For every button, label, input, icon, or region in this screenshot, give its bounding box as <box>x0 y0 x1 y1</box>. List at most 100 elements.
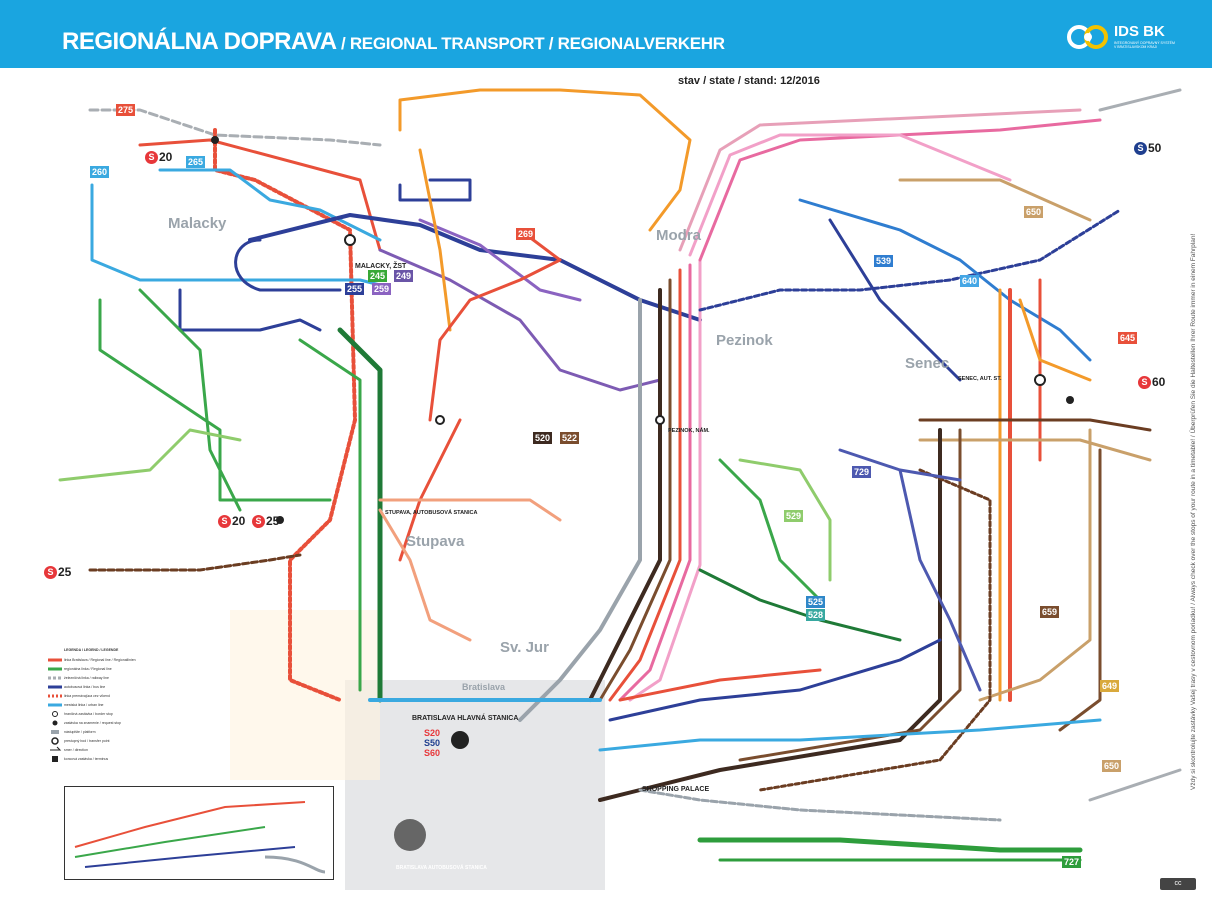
rail-badge-label: 60 <box>1152 375 1166 389</box>
line-659 <box>1058 448 1102 732</box>
route-badge-659[interactable]: 659 <box>1040 606 1060 618</box>
route-badge-260[interactable]: 260 <box>90 166 110 178</box>
town-label: Bratislava <box>462 682 506 692</box>
ids-logo: IDS BK INTEGROVANÝ DOPRAVNÝ SYSTÉM V BRA… <box>1066 21 1176 55</box>
station-label: BRATISLAVA AUTOBUSOVÁ STANICA <box>396 864 487 871</box>
route-badge-522[interactable]: 522 <box>560 432 580 444</box>
inset-map <box>64 786 334 880</box>
route-badge-255[interactable]: 255 <box>345 283 365 295</box>
central-rail-badges: S20 S50 S60 <box>424 728 440 758</box>
route-badge-727[interactable]: 727 <box>1062 856 1082 868</box>
line-pink-north <box>698 118 1102 262</box>
rail-s-icon: S <box>252 515 265 528</box>
route-badge-525[interactable]: 525 <box>806 596 826 608</box>
route-badge-245[interactable]: 245 <box>368 270 388 282</box>
line-650 <box>898 178 1092 222</box>
rail-badge-label: 20 <box>159 150 173 164</box>
route-badge-640[interactable]: 640 <box>960 275 980 287</box>
line-259 <box>418 218 582 302</box>
legend-item: regionálna linka / Regional line <box>64 667 112 671</box>
brand-name: IDS BK <box>1114 23 1165 40</box>
line-539 <box>798 198 1092 362</box>
line-brown-bratislava <box>598 428 942 802</box>
station-markers <box>211 136 1074 851</box>
town-label: Stupava <box>406 533 465 550</box>
line-245 <box>98 298 332 502</box>
line-orange-north <box>398 88 692 232</box>
route-badge-529[interactable]: 529 <box>784 510 804 522</box>
route-badge-259[interactable]: 259 <box>372 283 392 295</box>
station-label: BRATISLAVA HLAVNÁ STANICA <box>412 713 518 722</box>
station-label: SHOPPING PALACE <box>642 786 709 793</box>
line-525 <box>718 458 822 602</box>
station-label: STUPAVA, AUTOBUSOVÁ STANICA <box>385 509 478 516</box>
legend-item: LEGENDA / LEGEND / LEGENDE <box>64 648 119 652</box>
rail-s-icon: S <box>44 566 57 579</box>
route-badge-249[interactable]: 249 <box>394 270 414 282</box>
route-badge-539[interactable]: 539 <box>874 255 894 267</box>
stand-date: stav / state / stand: 12/2016 <box>678 75 820 87</box>
rail-badge-label: 50 <box>1148 141 1162 155</box>
route-badge-645[interactable]: 645 <box>1118 332 1138 344</box>
line-brown-east <box>918 418 1152 432</box>
legend-item: linka Bratislava / Regional line / Regio… <box>64 658 136 662</box>
legend-item: železničná linka / railway line <box>64 676 109 680</box>
route-badge-520[interactable]: 520 <box>533 432 553 444</box>
route-badge-275[interactable]: 275 <box>116 104 136 116</box>
rail-s-icon: S <box>145 151 158 164</box>
line-649 <box>978 428 1092 702</box>
timetable-note: Vždy si skontrolujte zastávky Vašej tras… <box>1190 230 1204 790</box>
line-green-br <box>698 568 902 642</box>
title-main: REGIONÁLNA DOPRAVA <box>62 28 337 55</box>
legend-swatches <box>48 658 62 762</box>
line-pink-north3 <box>678 108 1082 252</box>
line-blue-senec <box>698 208 1122 312</box>
line-senec-ring <box>1018 298 1092 382</box>
town-labels: Malacky Modra Pezinok Senec Stupava Sv. … <box>168 215 949 692</box>
station-label: PEZINOK, NÁM. <box>668 427 710 434</box>
station-label: MALACKY, ŽST <box>355 261 407 270</box>
line-729b <box>838 448 962 482</box>
rail-s-icon: S <box>1134 142 1147 155</box>
line-rail-east <box>1088 768 1182 802</box>
central-badge: S20 <box>424 728 441 738</box>
map-legend: LEGENDA / LEGEND / LEGENDE linka Bratisl… <box>48 648 194 776</box>
line-brown-b3 <box>758 468 992 792</box>
line-corridor-brown2 <box>598 278 672 702</box>
line-pink-north2 <box>688 133 1012 257</box>
route-badge-729[interactable]: 729 <box>852 466 872 478</box>
rail-s-icon: S <box>1138 376 1151 389</box>
rail-badge-label: 20 <box>232 514 246 528</box>
line-255-loop <box>234 238 342 292</box>
legend-item: nástupište / platform <box>64 730 96 734</box>
route-badge-650b[interactable]: 650 <box>1102 760 1122 772</box>
route-badge-269[interactable]: 269 <box>516 228 536 240</box>
route-badge-265[interactable]: 265 <box>186 156 206 168</box>
license-badge: cc <box>1160 878 1196 890</box>
town-label: Sv. Jur <box>500 639 549 656</box>
rail-s-icon: S <box>218 515 231 528</box>
legend-item: zastávka na znamenie / request stop <box>64 721 122 725</box>
station-label: SENEC, AUT. ST. <box>958 376 1002 382</box>
line-275 <box>138 138 382 252</box>
line-sasinkovo <box>398 178 472 202</box>
line-blue-senec2 <box>828 218 962 382</box>
brand-sub: INTEGROVANÝ DOPRAVNÝ SYSTÉM V BRATISLAVS… <box>1114 41 1175 49</box>
central-badge: S60 <box>424 748 441 758</box>
map-background <box>230 610 605 890</box>
route-lines <box>58 88 1182 862</box>
line-255 <box>248 213 702 322</box>
legend-item: mestská linka / urban line <box>64 703 104 707</box>
route-badge-528[interactable]: 528 <box>806 609 826 621</box>
timetable-note-text: Vždy si skontrolujte zastávky Vašej tras… <box>1190 233 1197 790</box>
route-badge-649[interactable]: 649 <box>1100 680 1120 692</box>
route-badge-650[interactable]: 650 <box>1024 206 1044 218</box>
logo-icon <box>1067 25 1108 49</box>
